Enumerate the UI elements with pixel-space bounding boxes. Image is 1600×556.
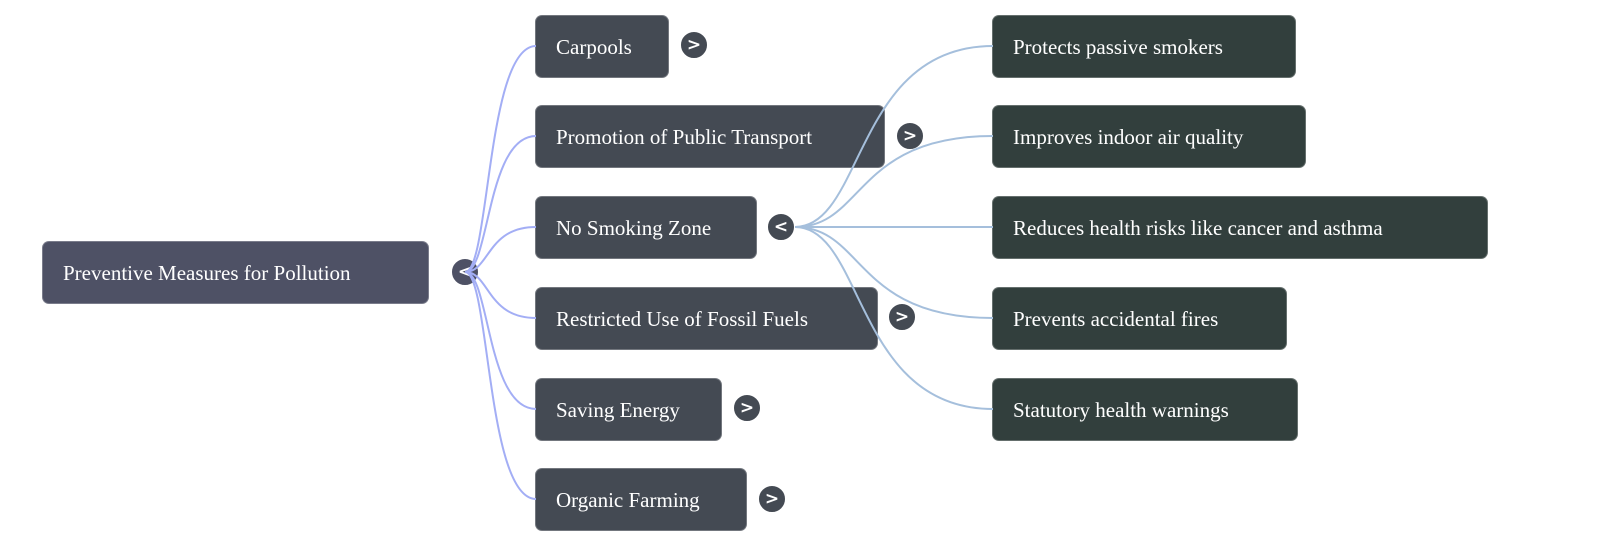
leaf-label: Improves indoor air quality [1013,125,1244,149]
leaf-node-accidental-fires[interactable]: Prevents accidental fires [992,287,1287,350]
leaf-node-indoor-air[interactable]: Improves indoor air quality [992,105,1306,168]
root-node-label: Preventive Measures for Pollution [63,261,351,285]
chevron-right-icon: > [686,35,702,55]
branch-node-fossil-fuels[interactable]: Restricted Use of Fossil Fuels [535,287,878,350]
leaf-label: Reduces health risks like cancer and ast… [1013,216,1383,240]
branch-node-saving-energy[interactable]: Saving Energy [535,378,722,441]
branch-label: Promotion of Public Transport [556,125,813,149]
leaf-node-health-warnings[interactable]: Statutory health warnings [992,378,1298,441]
leaf-node-passive-smokers[interactable]: Protects passive smokers [992,15,1296,78]
branch-node-carpools[interactable]: Carpools [535,15,669,78]
root-link-0 [464,45,537,273]
chevron-left-icon: < [457,262,473,282]
leaf-node-health-risks[interactable]: Reduces health risks like cancer and ast… [992,196,1488,259]
expand-toggle-fossil-fuels[interactable]: > [888,303,916,331]
root-node[interactable]: Preventive Measures for Pollution [42,241,429,304]
leaf-label: Prevents accidental fires [1013,307,1219,331]
branch-node-public-transport[interactable]: Promotion of Public Transport [535,105,885,168]
chevron-left-icon: < [773,217,789,237]
collapse-toggle-no-smoking-zone[interactable]: < [767,213,795,241]
root-link-1 [464,135,537,273]
branch-label: Restricted Use of Fossil Fuels [556,307,808,331]
branch-node-no-smoking-zone[interactable]: No Smoking Zone [535,196,757,259]
branch-label: Saving Energy [556,398,680,422]
chevron-right-icon: > [764,489,780,509]
chevron-right-icon: > [894,307,910,327]
expand-toggle-saving-energy[interactable]: > [733,394,761,422]
chevron-right-icon: > [739,398,755,418]
expand-toggle-organic-farming[interactable]: > [758,485,786,513]
leaf-label: Protects passive smokers [1013,35,1223,59]
branch-node-organic-farming[interactable]: Organic Farming [535,468,747,531]
root-collapse-toggle[interactable]: < [451,258,479,286]
leaf-label: Statutory health warnings [1013,398,1229,422]
branch-label: Carpools [556,35,632,59]
expand-toggle-carpools[interactable]: > [680,31,708,59]
root-link-4 [464,271,537,410]
branch-label: Organic Farming [556,488,700,512]
branch-label: No Smoking Zone [556,216,712,240]
root-link-5 [464,271,537,500]
chevron-right-icon: > [902,126,918,146]
expand-toggle-public-transport[interactable]: > [896,122,924,150]
